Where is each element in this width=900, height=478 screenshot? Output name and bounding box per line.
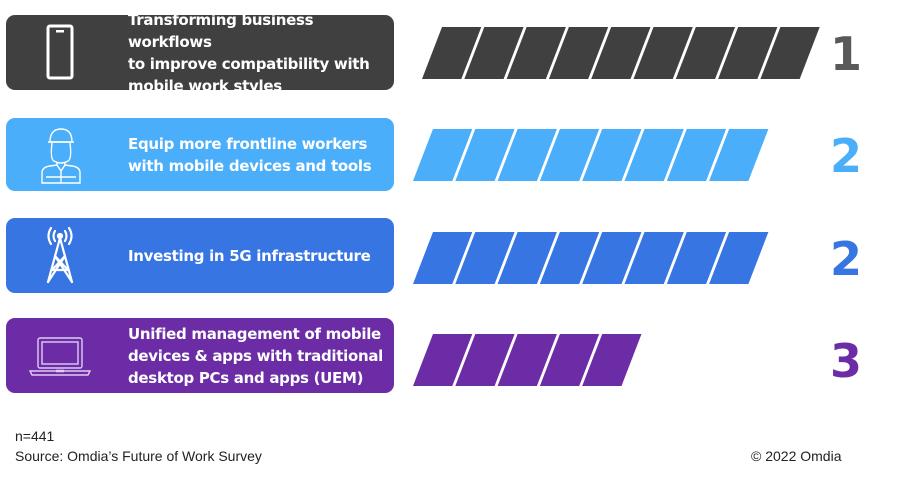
bar-segment-row3-2 bbox=[455, 232, 515, 284]
category-box-uem: Unified management of mobile devices & a… bbox=[6, 318, 394, 393]
category-label: Equip more frontline workers with mobile… bbox=[128, 134, 372, 175]
bar-segment-row1-8 bbox=[718, 27, 778, 79]
category-label: Investing in 5G infrastructure bbox=[128, 246, 371, 265]
bar-segment-row1-3 bbox=[506, 27, 566, 79]
bar-segment-row2-7 bbox=[666, 129, 727, 181]
bar-segment-row2-1 bbox=[413, 129, 473, 181]
frontline-worker-icon bbox=[41, 127, 81, 184]
bar-segment-row3-8 bbox=[709, 232, 769, 284]
bar-segment-row3-4 bbox=[539, 232, 600, 284]
category-label: Unified management of mobile devices & a… bbox=[128, 324, 383, 387]
sample-size: n=441 bbox=[15, 428, 55, 444]
bar-segment-row1-6 bbox=[633, 27, 693, 79]
bar-segment-row4-2 bbox=[455, 334, 515, 386]
bar-segment-row1-7 bbox=[675, 27, 736, 79]
bar-segment-row3-7 bbox=[666, 232, 727, 284]
bar-segment-row1-1 bbox=[422, 27, 482, 79]
bar-segment-row2-2 bbox=[455, 129, 515, 181]
bar-segment-row4-3 bbox=[497, 334, 557, 386]
smartphone-icon bbox=[46, 24, 74, 79]
category-box-workflows: Transforming business workflows to impro… bbox=[6, 11, 394, 95]
bar-segment-row1-5 bbox=[591, 27, 651, 79]
bar-segment-row1-4 bbox=[548, 27, 609, 79]
bar-segment-row2-5 bbox=[582, 129, 642, 181]
bar-segment-row4-1 bbox=[413, 334, 473, 386]
rank-label-row2: 2 bbox=[830, 129, 862, 183]
bar-segment-row4-5 bbox=[582, 334, 642, 386]
bar-segment-row3-5 bbox=[582, 232, 642, 284]
copyright: © 2022 Omdia bbox=[751, 448, 842, 464]
bar-segment-row2-4 bbox=[539, 129, 600, 181]
bar-segment-row3-1 bbox=[413, 232, 473, 284]
bar-segment-row2-8 bbox=[709, 129, 769, 181]
rank-label-row4: 3 bbox=[830, 334, 862, 388]
bar-segment-row1-2 bbox=[464, 27, 524, 79]
rank-label-row1: 1 bbox=[830, 27, 862, 81]
bar-segment-row3-6 bbox=[624, 232, 684, 284]
bar-segment-row4-4 bbox=[539, 334, 600, 386]
bar-segment-row3-3 bbox=[497, 232, 557, 284]
source-note: Source: Omdia’s Future of Work Survey bbox=[15, 448, 262, 464]
laptop-icon bbox=[28, 336, 92, 376]
bar-segment-row2-3 bbox=[497, 129, 557, 181]
category-box-5g: Investing in 5G infrastructure bbox=[6, 218, 394, 293]
category-label: Transforming business workflows to impro… bbox=[128, 10, 370, 95]
bar-segment-row2-6 bbox=[624, 129, 684, 181]
category-box-frontline: Equip more frontline workers with mobile… bbox=[6, 118, 394, 191]
cell-tower-icon bbox=[46, 226, 74, 283]
bar-segment-row1-9 bbox=[760, 27, 820, 79]
rank-label-row3: 2 bbox=[830, 232, 862, 286]
